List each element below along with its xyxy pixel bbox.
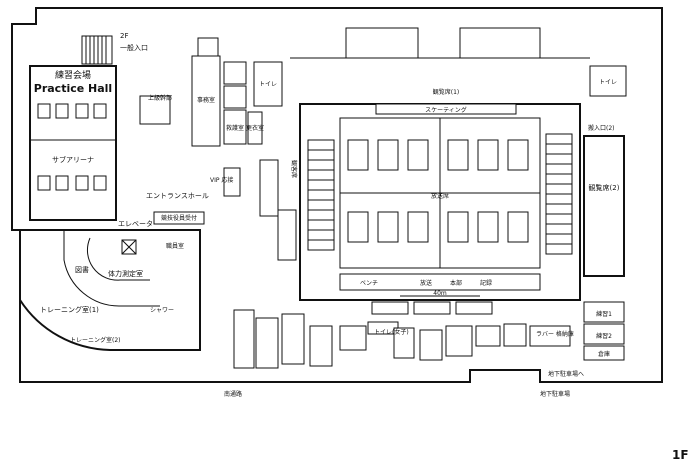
office-annex	[197, 37, 219, 57]
recorder-label: 記録	[480, 279, 492, 287]
upper-office-room	[139, 95, 171, 125]
athlete-info-desk-label: 競技役員受付	[161, 214, 197, 222]
warmup-room-1	[583, 301, 625, 323]
stand-entry	[277, 209, 297, 261]
warmup-2-label: 練習2	[596, 332, 612, 340]
stand-1-label: 観覧席(1)	[433, 88, 460, 96]
toilet-label: トイレ	[259, 81, 277, 88]
practice-tables	[37, 103, 107, 191]
skating-label: スケーティング	[425, 106, 467, 114]
practice-hall-title-en: Practice Hall	[34, 82, 112, 95]
athlete-info-desk	[153, 211, 205, 225]
main-hall-stand-label: 放送席	[431, 192, 449, 200]
stand-2-room	[583, 135, 625, 277]
staff-room-label: 職員室	[166, 242, 184, 250]
storage-label: 倉庫	[598, 350, 610, 358]
practice-hall-room	[29, 65, 117, 221]
right-toilet-room	[589, 65, 627, 97]
top-stand-left	[345, 27, 419, 59]
bottom-booth-2	[413, 301, 451, 315]
training-room-2-label: トレーニング室(2)	[70, 336, 121, 344]
small-room-b	[223, 85, 247, 109]
bench-label: ベンチ	[360, 280, 378, 287]
floor-label: 1F	[672, 448, 689, 462]
office-label: 事務室	[197, 96, 215, 104]
scale-label: 40m	[433, 290, 447, 297]
spectator-label-left: 観客席	[290, 160, 298, 178]
training-curve-outer	[19, 229, 201, 351]
skating-bar	[375, 103, 517, 115]
stand-2-label: 観覧席(2)	[589, 183, 620, 192]
shower-label: シャワー	[150, 307, 174, 314]
training-curve-inner	[63, 230, 160, 307]
elevator-label: エレベーター	[118, 219, 160, 228]
measure-room-label: 体力測定室	[108, 269, 143, 278]
vip-label: VIP 応接	[210, 176, 233, 184]
right-toilet-label: トイレ	[599, 79, 617, 86]
library-label: 図書	[75, 265, 89, 274]
training-curve-core	[86, 237, 150, 281]
general-entrance-label: 一般入口	[120, 43, 148, 52]
toilet-block	[253, 61, 283, 107]
entrance-2-label: 搬入口(2)	[588, 124, 615, 132]
bottom-rooms	[233, 309, 571, 369]
bottom-booth-1	[371, 301, 409, 315]
nurse-room	[223, 109, 247, 145]
toilet-f-label: トイレ(女子)	[374, 328, 409, 336]
corridor-box	[259, 159, 279, 217]
announcer-label: 放送	[420, 279, 432, 287]
entrance-hall-label: エントランスホール	[146, 192, 209, 200]
warmup-1-label: 練習1	[596, 310, 612, 318]
locker-room	[247, 111, 263, 145]
bleachers-right	[545, 133, 573, 255]
vip-room	[223, 167, 241, 197]
small-room-a	[223, 61, 247, 85]
stairs-top	[81, 35, 113, 65]
south-road-label: 南通路	[224, 390, 242, 398]
storage-room	[583, 345, 625, 361]
bottom-booth-3	[455, 301, 493, 315]
practice-hall-title-jp: 練習会場	[55, 69, 91, 81]
judge-row	[339, 273, 541, 291]
nurse-label: 救護室	[226, 124, 244, 132]
office-room	[191, 55, 221, 147]
entrance-2f-label: 2F	[120, 32, 128, 40]
locker-label: 更衣室	[246, 124, 264, 132]
top-stand-right	[459, 27, 541, 59]
arena-tables	[347, 139, 529, 243]
bleachers-left	[307, 139, 335, 251]
down-stairs-label: 地下駐車場へ	[548, 370, 584, 378]
rubber-storage-label: ラバー 格納庫	[536, 330, 574, 338]
underground-parking-label: 地下駐車場	[540, 390, 570, 398]
warmup-room-2	[583, 323, 625, 345]
building-outline	[11, 7, 663, 383]
judge-desk-label: 本部	[450, 279, 462, 287]
upper-office-label: 上級幹部	[148, 94, 172, 102]
sub-arena-label: サブアリーナ	[52, 155, 94, 164]
training-room-1-label: トレーニング室(1)	[40, 305, 99, 314]
